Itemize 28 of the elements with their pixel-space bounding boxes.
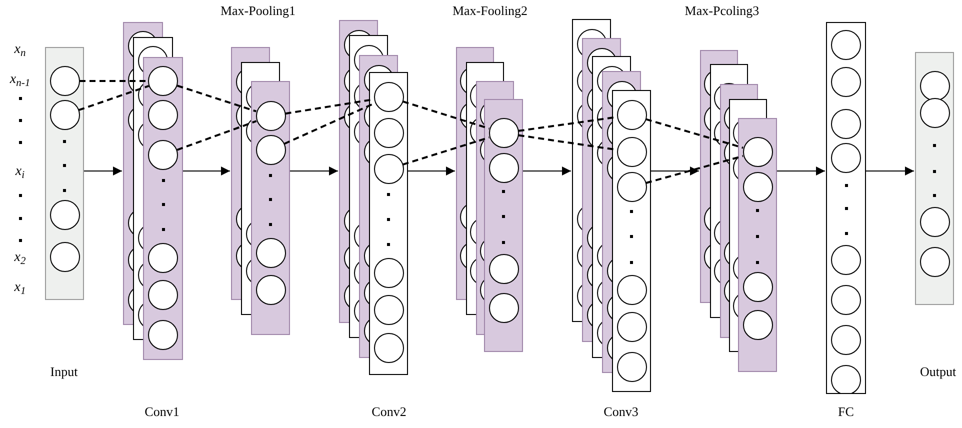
layer-label: Conv1 bbox=[144, 404, 180, 420]
layer-label: Max-Pcoling3 bbox=[684, 3, 760, 19]
dashed-connection-line bbox=[78, 84, 150, 112]
input-variable-label: x$_{n}$ bbox=[14, 42, 26, 58]
arrow bbox=[522, 166, 572, 176]
dashed-connection-line bbox=[176, 120, 257, 151]
arrow bbox=[866, 166, 914, 176]
layer-label: Conv2 bbox=[372, 404, 406, 420]
arrow bbox=[650, 166, 700, 176]
layer-label: Output bbox=[920, 364, 956, 380]
layer-label: FC bbox=[838, 404, 854, 420]
input-variable-label: x$_{i}$ bbox=[15, 164, 25, 180]
dashed-connection-line bbox=[176, 84, 257, 112]
layer-label: Max-Fooling2 bbox=[452, 3, 528, 19]
input-variable-label: x$_{n-1}$ bbox=[10, 72, 30, 88]
dashed-connection-line bbox=[80, 80, 148, 82]
arrow bbox=[408, 166, 456, 176]
arrow bbox=[84, 166, 122, 176]
arrow bbox=[776, 166, 826, 176]
arrow bbox=[182, 166, 230, 176]
dashed-connection-line bbox=[402, 136, 490, 166]
layer-label: Conv3 bbox=[604, 404, 638, 420]
dashed-connection-line bbox=[646, 155, 744, 184]
input-variable-label: x$_{1}$ bbox=[14, 280, 26, 296]
layer-label: Max-Pooling1 bbox=[220, 3, 296, 19]
input-variable-label: x$_{2}$ bbox=[14, 250, 26, 266]
arrow bbox=[290, 166, 338, 176]
layer-label: Input bbox=[50, 364, 78, 380]
